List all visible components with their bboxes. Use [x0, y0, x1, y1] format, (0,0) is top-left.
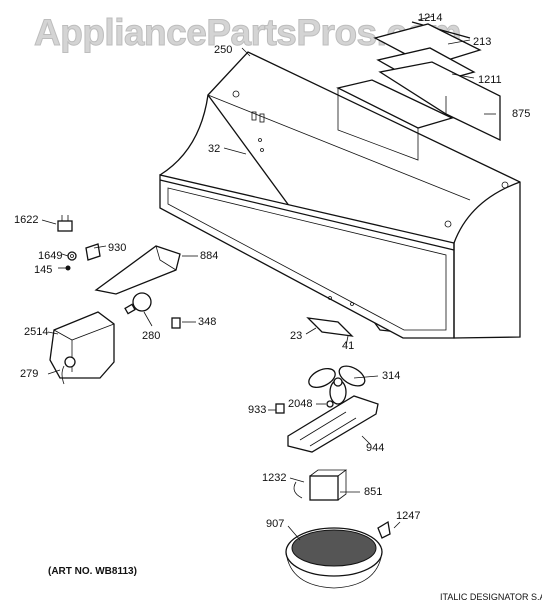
motor-bracket: [287, 395, 379, 453]
callout-944: 944: [366, 442, 385, 454]
callout-1232: 1232: [262, 472, 287, 484]
fan-blade: [308, 365, 366, 405]
callout-348: 348: [198, 316, 217, 328]
callout-2514: 2514: [24, 326, 49, 338]
callout-213: 213: [473, 36, 492, 48]
callout-933: 933: [248, 404, 267, 416]
callout-145: 145: [34, 264, 53, 276]
nut-part: [326, 400, 334, 408]
callout-23: 23: [290, 330, 303, 342]
callout-884: 884: [200, 250, 219, 262]
switch-part: [57, 215, 73, 232]
callout-851: 851: [364, 486, 383, 498]
lamp-bracket: [94, 245, 181, 295]
filter-part: [306, 317, 354, 337]
callout-41: 41: [342, 340, 355, 352]
knob-parts: [65, 243, 101, 271]
range-hood-body: [159, 51, 521, 339]
clip-1247-part: [377, 520, 391, 539]
duct-damper-assembly: [373, 21, 501, 142]
callout-1211: 1211: [478, 74, 502, 86]
callout-875: 875: [512, 108, 531, 120]
callout-32: 32: [208, 143, 221, 155]
callout-1622: 1622: [14, 214, 39, 226]
fan-motor: [293, 469, 348, 501]
blower-housing: [49, 311, 115, 385]
light-bulb: [124, 292, 152, 315]
callout-250: 250: [214, 44, 233, 56]
callout-930: 930: [108, 242, 127, 254]
callout-907: 907: [266, 518, 285, 530]
art-number: (ART NO. WB8113): [48, 566, 137, 577]
knob-933-part: [275, 403, 285, 414]
callout-2048: 2048: [288, 398, 313, 410]
callout-1247: 1247: [396, 510, 421, 522]
callout-280: 280: [142, 330, 161, 342]
callout-1214: 1214: [418, 12, 443, 24]
grease-filter-bowl: [285, 527, 383, 589]
callout-279: 279: [20, 368, 39, 380]
callout-314: 314: [382, 370, 401, 382]
clip-part: [171, 317, 181, 329]
bottom-cut-text: ITALIC DESIGNATOR S.A: [440, 592, 542, 602]
callout-1649: 1649: [38, 250, 63, 262]
leader-lines: [41, 15, 496, 541]
